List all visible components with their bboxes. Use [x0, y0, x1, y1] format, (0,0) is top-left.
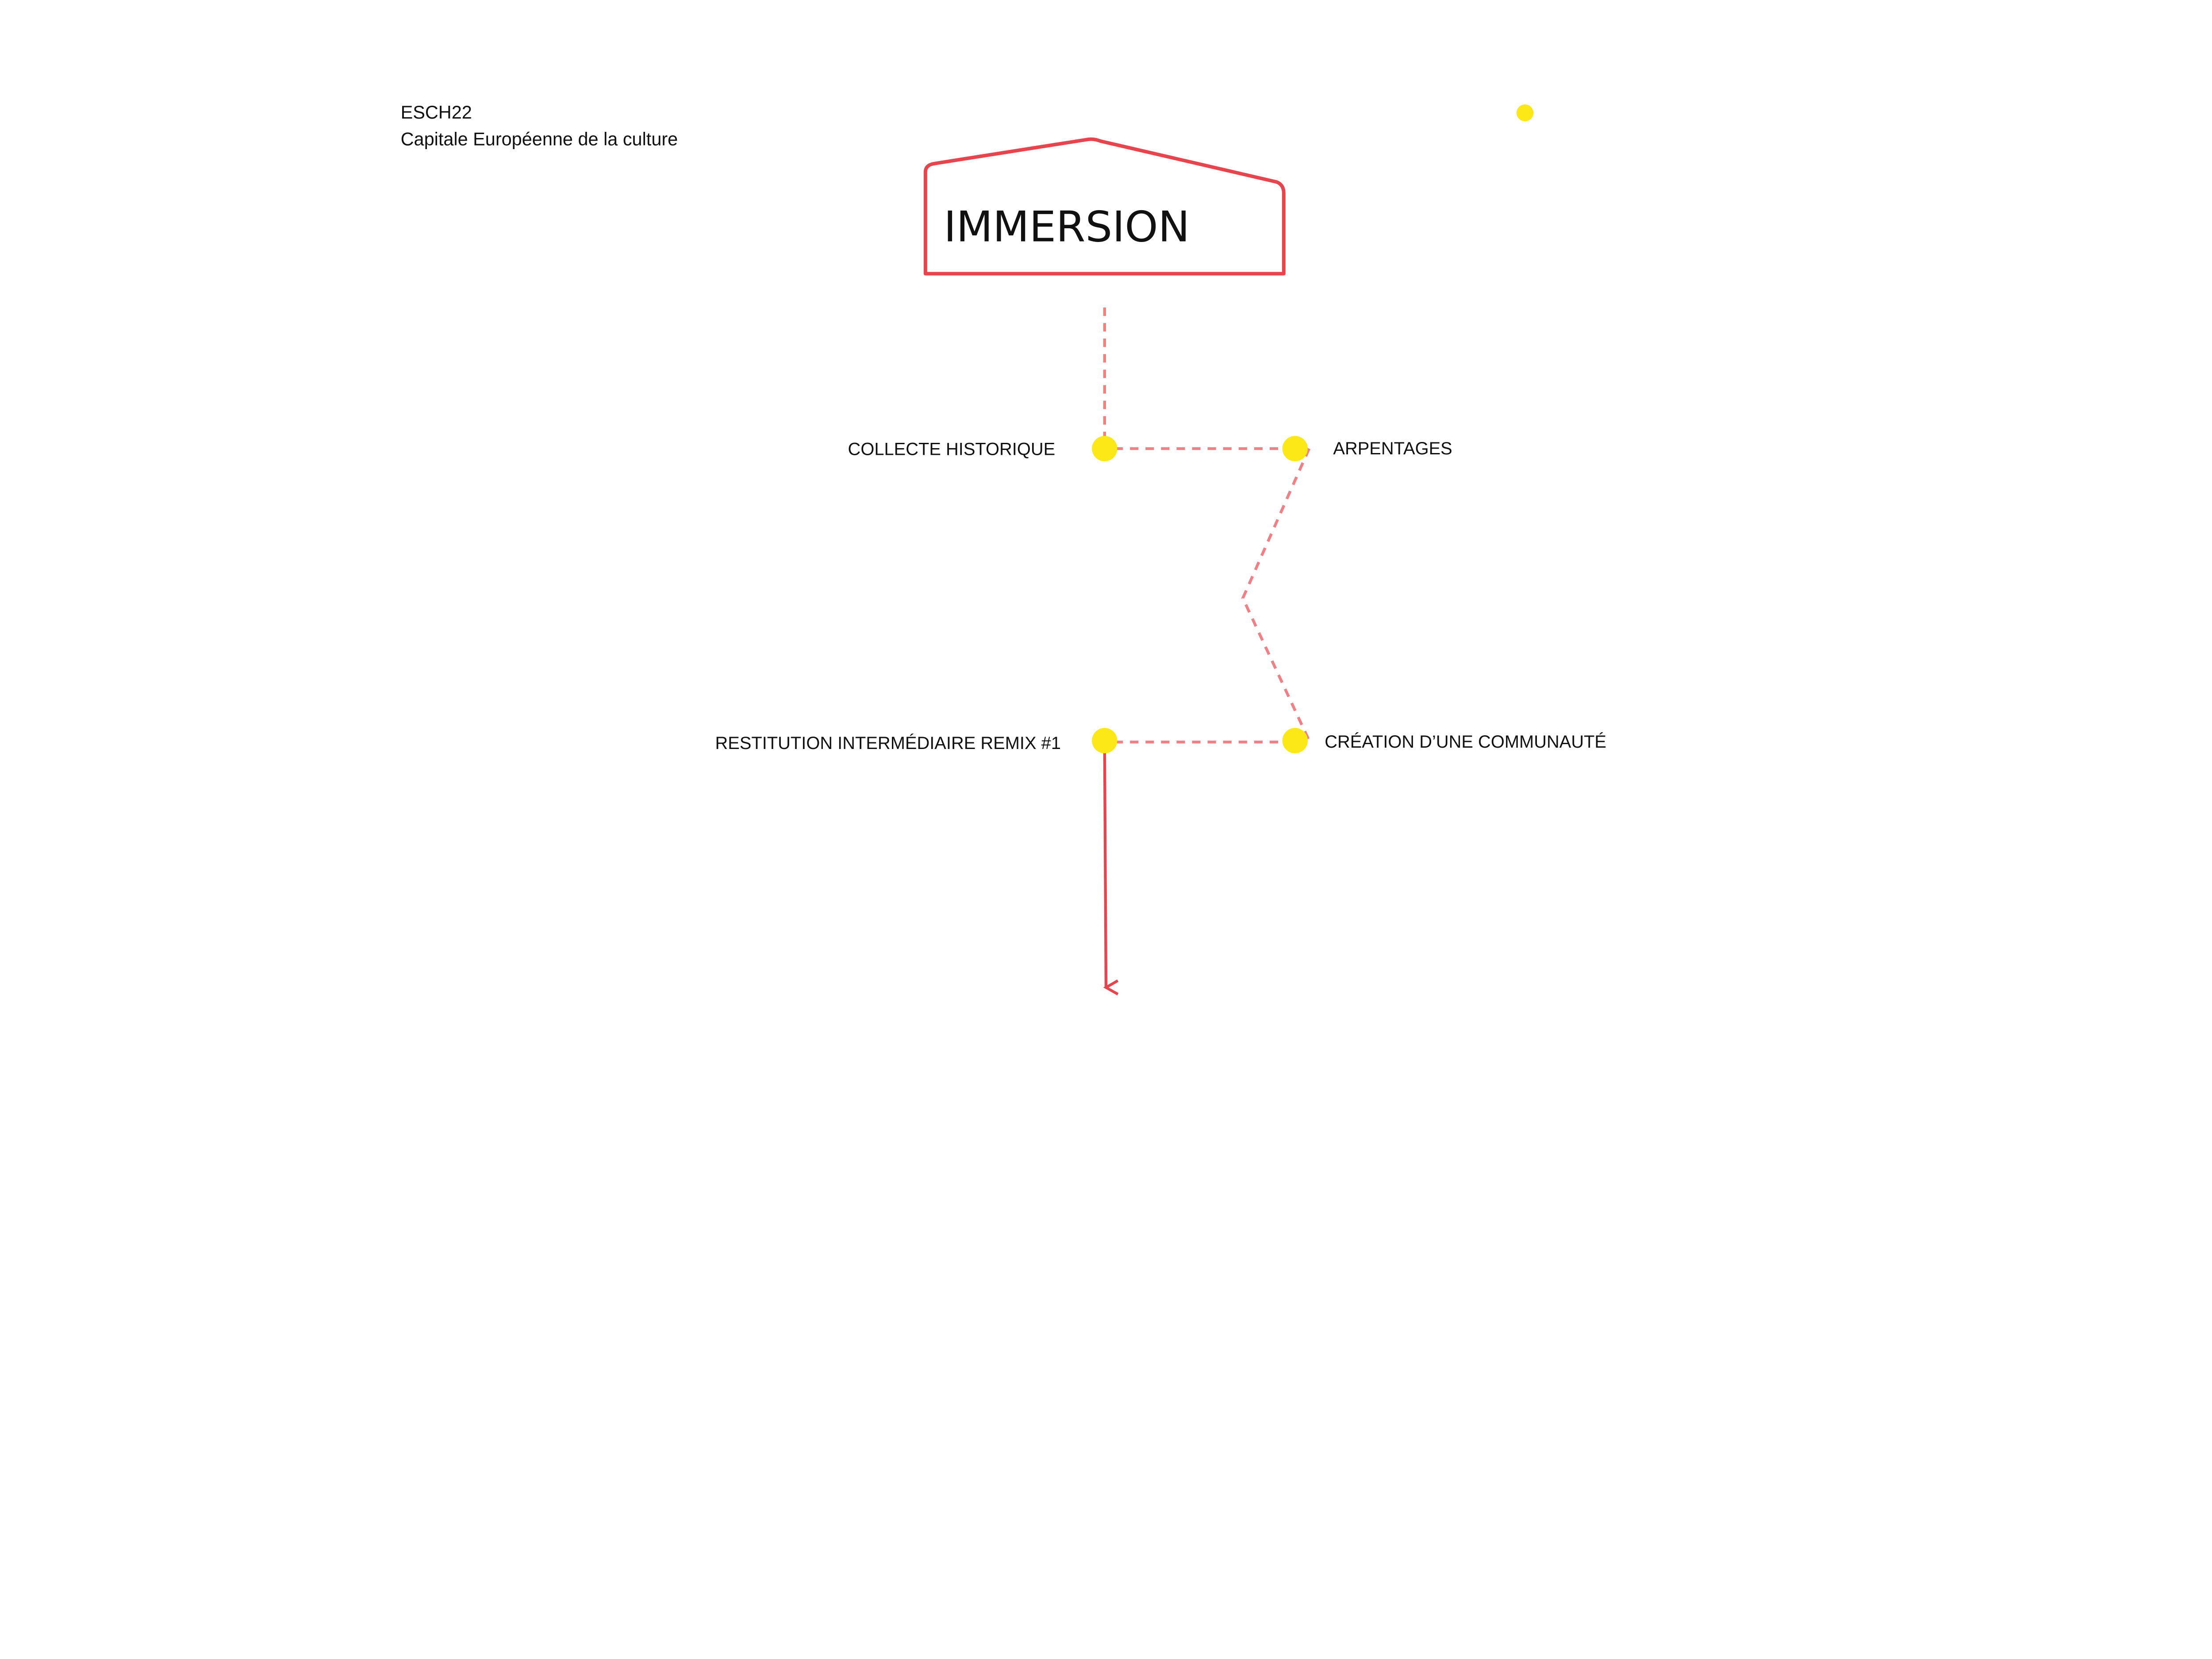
header-title: ESCH22 — [401, 102, 472, 123]
node-creation[interactable] — [1282, 728, 1308, 753]
step-label-collecte: COLLECTE HISTORIQUE — [848, 439, 1056, 459]
house-frame — [923, 137, 1286, 276]
step-label-restitution: RESTITUTION INTERMÉDIAIRE REMIX #1 — [715, 733, 1060, 753]
diagram-canvas: ESCH22 Capitale Européenne de la culture… — [401, 102, 1606, 995]
step-label-arpentages: ARPENTAGES — [1333, 439, 1452, 458]
connector-arpentages-to-creation — [1241, 448, 1311, 741]
yellow-dot-icon — [1516, 104, 1534, 122]
node-restitution[interactable] — [1092, 728, 1118, 753]
node-collecte[interactable] — [1092, 436, 1118, 461]
connectors — [1103, 307, 1311, 744]
main-title: IMMERSION — [944, 202, 1190, 251]
header-subtitle: Capitale Européenne de la culture — [401, 128, 678, 149]
step-label-creation: CRÉATION D’UNE COMMUNAUTÉ — [1325, 732, 1606, 752]
arrow-down — [1103, 748, 1119, 995]
node-arpentages[interactable] — [1282, 436, 1308, 461]
